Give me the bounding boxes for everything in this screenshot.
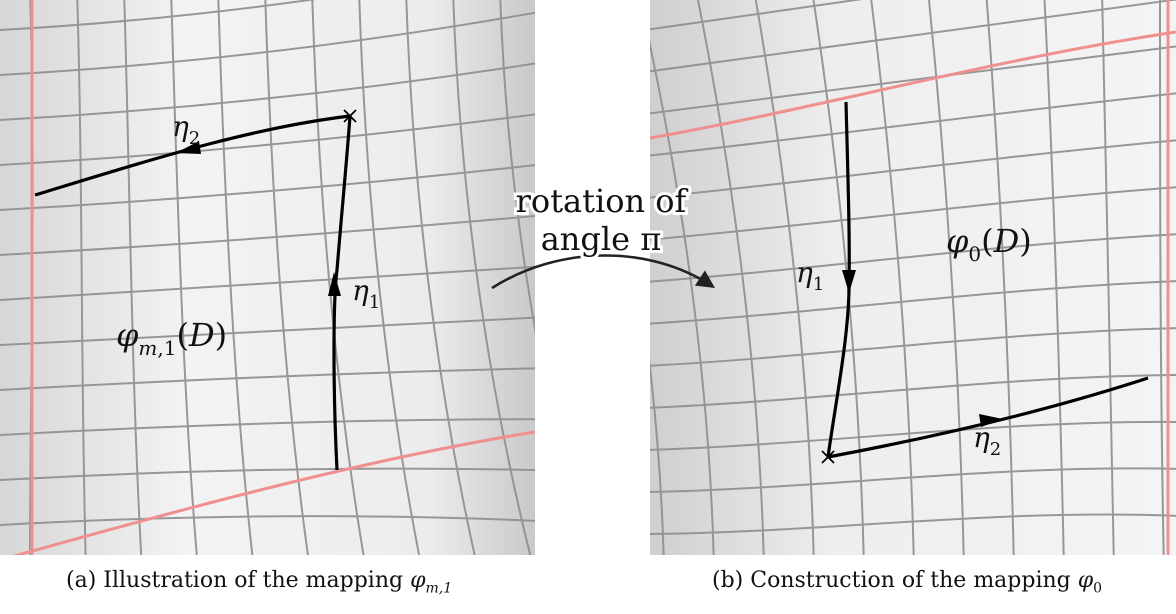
panel-a-cross-marker — [343, 109, 357, 123]
panel-b-grid-line — [650, 280, 1176, 325]
panel-a-background — [0, 0, 535, 555]
panel-b-grid-line — [650, 0, 1176, 73]
panel-b-grid-line — [927, 0, 965, 555]
panel-b-grid-line — [650, 186, 1176, 241]
panel-a-grid-line — [217, 0, 254, 555]
panel-b-grid-line — [650, 358, 665, 555]
rotation-label-line2-text: angle π — [541, 220, 662, 258]
caption-a-prefix: (a) Illustration of the mapping — [66, 568, 411, 593]
panel-b-grid-line — [650, 92, 1176, 157]
caption-a-subscript: m,1 — [425, 580, 453, 597]
panel-b-grid-line — [650, 467, 1176, 493]
panel-b-grid-line — [1101, 0, 1115, 555]
panel-b: η1 η2 φ0(D) — [650, 0, 1176, 555]
panel-a-region-label: φm,1(D) — [116, 316, 227, 360]
panel-a-grid-line — [0, 467, 535, 481]
panel-b-grid-line — [650, 233, 1176, 283]
panel-a-grid-line — [0, 265, 535, 301]
panel-a-grid-line — [170, 0, 198, 555]
panel-a-grid-line — [547, 0, 646, 570]
panel-a-bottom-boundary — [12, 430, 535, 555]
panel-b-grid-line — [870, 0, 915, 555]
panel-b-boundary-lines — [650, 0, 1176, 555]
panel-a-grid-line — [123, 0, 143, 555]
panel-b-grid-line — [1159, 0, 1165, 555]
panel-a-grid-line — [0, 164, 535, 211]
rotation-transition: rotation of angle π — [491, 179, 716, 290]
rotation-label-line1: rotation of — [516, 182, 689, 220]
caption-a: (a) Illustration of the mapping φm,1 — [66, 568, 452, 596]
panel-a-eta2-arrowhead — [176, 141, 201, 154]
caption-b: (b) Construction of the mapping φ0 — [712, 568, 1102, 596]
panel-b-eta1-arrowhead — [842, 270, 856, 293]
panel-b-eta1-label: η1 — [796, 256, 824, 295]
panel-a-grid-line — [264, 0, 309, 555]
panel-a-eta2-label: η2 — [172, 110, 200, 149]
panel-b-eta2-label: η2 — [973, 421, 1001, 460]
panel-b-grid-line — [1043, 0, 1065, 555]
panel-a-grid — [0, 0, 646, 570]
panel-b-cross-marker — [821, 450, 835, 464]
panel-a-boundary-lines — [12, 0, 535, 555]
panel-b-region-label: φ0(D) — [946, 222, 1032, 266]
panel-b-grid-line — [650, 45, 1176, 115]
rotation-arrow — [491, 254, 716, 290]
panel-a-grid-line — [0, 367, 535, 391]
caption-b-prefix: (b) Construction of the mapping — [712, 568, 1078, 593]
panel-b-grid — [650, 0, 1176, 555]
panel-b-grid-line — [650, 420, 1176, 451]
panel-b-grid-line — [650, 0, 863, 31]
panel-b-grid-line — [754, 0, 815, 555]
panel-b-grid-line — [696, 0, 765, 555]
panel-b-grid-line — [650, 139, 1176, 199]
panel-a-grid-line — [0, 515, 535, 526]
rotation-label-line2: angle π — [541, 220, 662, 258]
panel-a-grid-line — [452, 0, 532, 555]
panel-a-grid-line — [405, 0, 476, 555]
panel-a-eta1-label: η1 — [352, 274, 380, 313]
caption-b-subscript: 0 — [1093, 580, 1103, 597]
caption-a-symbol: φ — [410, 568, 426, 593]
panel-b-grid-line — [650, 327, 1176, 367]
caption-b-symbol: φ — [1077, 568, 1094, 593]
panel-a-grid-line — [0, 316, 535, 346]
panel-a-grid-line — [0, 11, 535, 76]
panel-a-grid-line — [0, 62, 535, 121]
panel-b-grid-line — [650, 374, 1176, 409]
panel-b-top-boundary — [650, 30, 1176, 140]
panel-b-eta2-arrowhead — [979, 414, 1003, 427]
panel-a-grid-line — [0, 113, 535, 166]
panel-a-grid-line — [499, 0, 535, 335]
panel-a-grid-line — [0, 214, 535, 256]
panel-a-grid-line — [358, 0, 421, 555]
panel-a-grid-line — [0, 0, 317, 31]
panel-a-path-eta1 — [332, 115, 352, 471]
panel-a-eta1-arrowhead — [328, 272, 341, 296]
panel-b-background — [650, 0, 1176, 555]
panel-a: η2 η1 φm,1(D) — [0, 0, 646, 570]
panel-b-grid-line — [650, 513, 1176, 535]
panel-a-grid-line — [0, 418, 535, 436]
